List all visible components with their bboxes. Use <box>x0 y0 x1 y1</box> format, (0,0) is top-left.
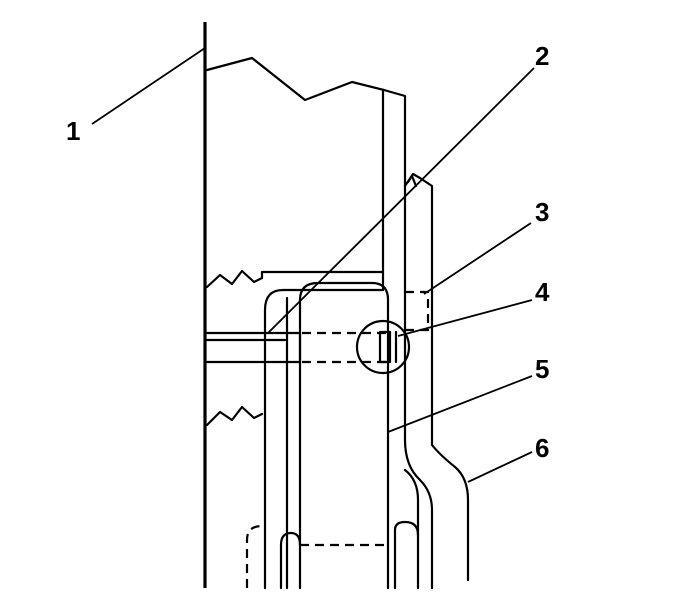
leader-4 <box>397 299 533 337</box>
lower-rod <box>279 531 302 590</box>
upper-step-line <box>260 270 385 280</box>
lower-housing-step <box>403 438 434 590</box>
lower-housing-inner <box>403 468 420 590</box>
sleeve-inner-right <box>298 281 390 590</box>
leader-1 <box>91 47 206 125</box>
callout-2: 2 <box>535 41 549 71</box>
callout-1: 1 <box>66 116 80 146</box>
top-break-contour <box>205 56 407 442</box>
detail-insert <box>378 330 392 364</box>
sleeve-outer <box>263 288 385 590</box>
lower-hidden-detail <box>245 524 265 588</box>
lower-boss <box>393 520 420 590</box>
outer-housing-contour <box>403 172 470 582</box>
shaft-bar <box>205 331 302 364</box>
leader-2 <box>267 67 535 334</box>
lower-break-mark <box>205 405 264 427</box>
housing-hook <box>406 174 418 188</box>
callout-5: 5 <box>535 354 549 384</box>
callout-6: 6 <box>535 433 549 463</box>
detail-circle <box>355 319 411 375</box>
leader-5 <box>387 375 533 433</box>
upper-break-mark <box>205 269 264 289</box>
retainer-clip <box>405 290 430 332</box>
callout-4: 4 <box>535 277 550 307</box>
callout-3: 3 <box>535 197 549 227</box>
leader-3 <box>423 222 532 295</box>
leader-6 <box>467 451 533 483</box>
